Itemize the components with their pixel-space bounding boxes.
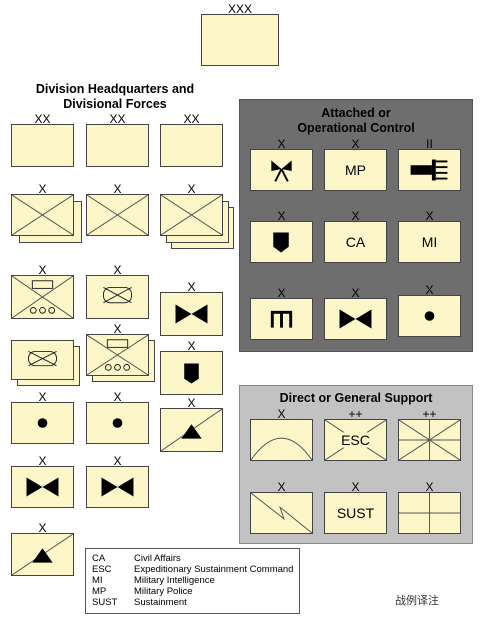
military-police-symbol: MP [324, 149, 387, 191]
opcon-echelon-2: X [351, 137, 360, 151]
division-title-line2: Divisional Forces [63, 97, 167, 111]
support-echelon-4: X [277, 480, 286, 494]
brigade-echelon: X [187, 182, 196, 196]
support-echelon-2: ++ [348, 407, 363, 421]
engineer-brigade-symbol-3 [86, 466, 149, 508]
brigade-echelon: X [38, 454, 47, 468]
division-hq-symbol-2 [86, 124, 149, 167]
division-title-line1: Division Headquarters and [35, 82, 195, 96]
division-title: Division Headquarters and Divisional For… [20, 82, 210, 112]
mechanized-brigade-symbol [11, 275, 74, 319]
opcon-echelon-3: II [426, 137, 433, 151]
infantry-brigade-symbol-1 [11, 194, 74, 236]
medical-brigade-symbol [398, 492, 461, 534]
legend: CA Civil Affairs ESC Expeditionary Susta… [85, 548, 300, 614]
infantry-brigade-symbol-2 [86, 194, 149, 236]
division-hq-symbol-1 [11, 124, 74, 167]
artillery-brigade-symbol-2 [11, 533, 74, 576]
sustainment-brigade-symbol-2 [86, 402, 149, 444]
brigade-echelon: X [38, 263, 47, 277]
division-hq-symbol-3 [160, 124, 223, 167]
corps-echelon: XXX [227, 2, 252, 16]
aviation-unit-symbol [250, 419, 313, 461]
watermark: 战例译注 [395, 595, 439, 607]
engineer-unit-symbol [250, 298, 313, 340]
opcon-echelon-6: X [425, 209, 434, 223]
ca-label: CA [345, 234, 366, 250]
legend-abbr: MI [92, 575, 103, 586]
sustainment-brigade-symbol-1 [11, 402, 74, 444]
medical-command-symbol [398, 419, 461, 461]
legend-abbr: SUST [92, 597, 118, 608]
opcon-echelon-4: X [277, 209, 286, 223]
air-defense-battalion-symbol [398, 149, 461, 191]
mp-label: MP [345, 162, 366, 178]
brigade-echelon: X [38, 182, 47, 196]
brigade-echelon: X [113, 263, 122, 277]
sustainment-brigade-symbol: SUST [324, 492, 387, 534]
signal-brigade-symbol [250, 492, 313, 534]
support-echelon-1: X [277, 407, 286, 421]
legend-def: Expeditionary Sustainment Command [134, 564, 294, 575]
legend-def: Sustainment [134, 597, 187, 608]
esc-symbol: ESC [324, 419, 387, 461]
mi-label: MI [421, 234, 438, 250]
opcon-echelon-5: X [351, 209, 360, 223]
division-echelon-3: XX [183, 112, 200, 126]
esc-label: ESC [341, 432, 370, 448]
sust-label: SUST [336, 505, 375, 521]
attached-title-line2: Operational Control [297, 121, 415, 135]
engineer-brigade-symbol [160, 292, 223, 336]
attached-title-line1: Attached or [321, 106, 391, 120]
artillery-brigade-symbol [160, 408, 223, 452]
sustainment-unit-symbol [398, 295, 461, 337]
attached-panel-title: Attached or Operational Control [239, 106, 473, 136]
chemical-unit-symbol [250, 221, 313, 263]
brigade-echelon: X [113, 322, 122, 336]
legend-def: Military Police [134, 586, 193, 597]
opcon-echelon-8: X [351, 286, 360, 300]
armor-brigade-symbol-2 [11, 340, 74, 380]
brigade-echelon: X [113, 454, 122, 468]
mechanized-brigade-symbol-2 [86, 334, 149, 376]
brigade-echelon: X [113, 390, 122, 404]
brigade-echelon: X [113, 182, 122, 196]
legend-abbr: ESC [92, 564, 112, 575]
opcon-echelon-9: X [425, 283, 434, 297]
engineer-brigade-symbol-2 [11, 466, 74, 508]
brigade-echelon: X [187, 396, 196, 410]
legend-abbr: CA [92, 553, 106, 564]
brigade-echelon: X [187, 280, 196, 294]
infantry-brigade-symbol-3 [160, 194, 223, 236]
support-echelon-6: X [425, 480, 434, 494]
legend-def: Military Intelligence [134, 575, 215, 586]
armor-brigade-symbol [86, 275, 149, 319]
corps-hq-symbol [201, 14, 279, 66]
brigade-echelon: X [38, 521, 47, 535]
signal-unit-symbol [250, 149, 313, 191]
brigade-echelon: X [187, 339, 196, 353]
engineer-bridge-symbol [324, 298, 387, 340]
brigade-echelon: X [38, 390, 47, 404]
support-echelon-5: X [351, 480, 360, 494]
legend-abbr: MP [92, 586, 107, 597]
opcon-echelon-1: X [277, 137, 286, 151]
civil-affairs-symbol: CA [324, 221, 387, 263]
military-intelligence-symbol: MI [398, 221, 461, 263]
opcon-echelon-7: X [277, 286, 286, 300]
division-echelon-2: XX [109, 112, 126, 126]
division-echelon-1: XX [34, 112, 51, 126]
support-panel-title: Direct or General Support [279, 391, 433, 405]
legend-def: Civil Affairs [134, 553, 181, 564]
chemical-brigade-symbol [160, 351, 223, 395]
support-echelon-3: ++ [422, 407, 437, 421]
